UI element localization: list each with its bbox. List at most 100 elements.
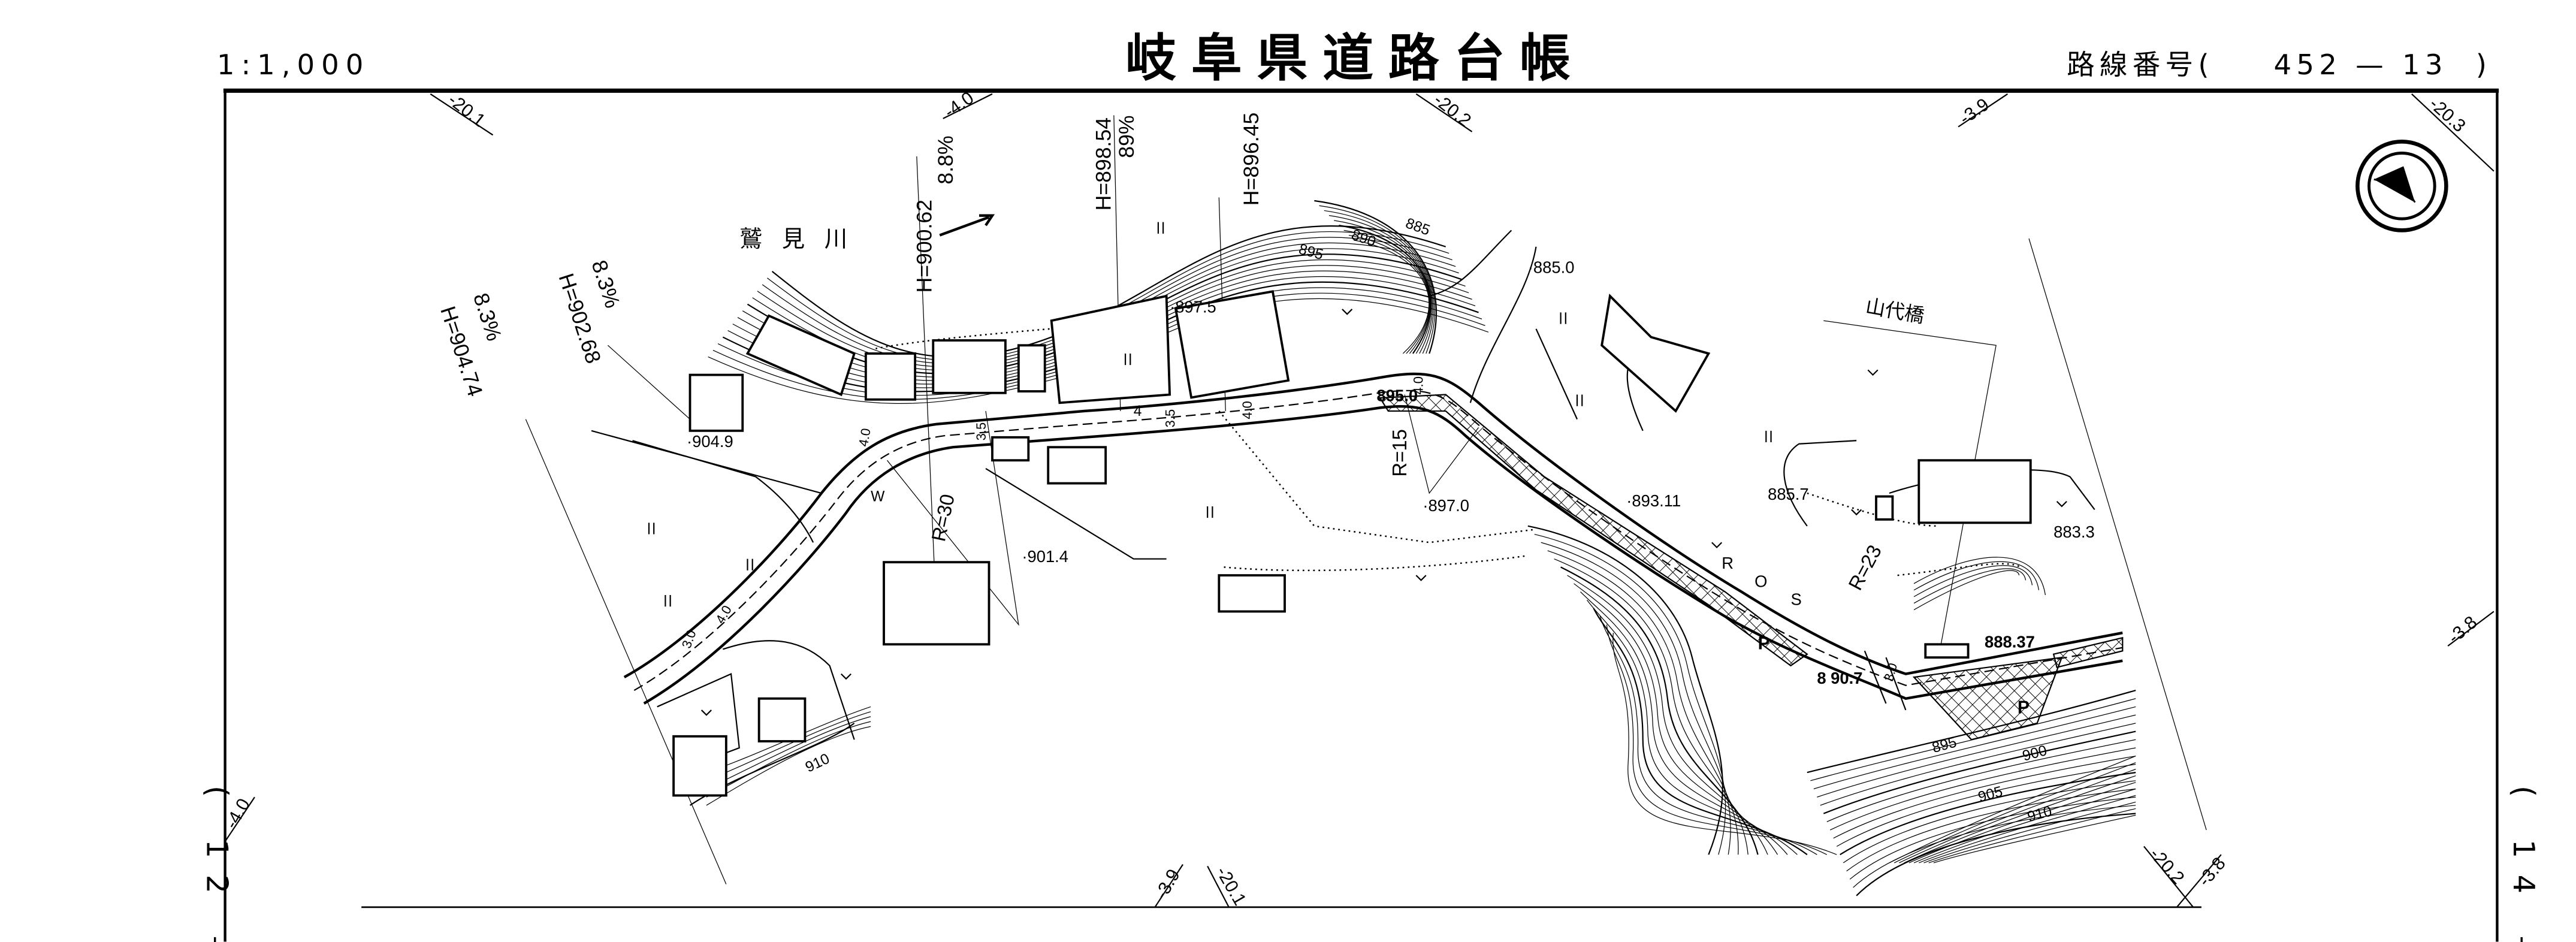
contour-label: 895 [1297,241,1325,263]
flow-arrow-icon [939,214,995,237]
road [623,372,2123,711]
contour-line [1846,788,2136,872]
spot-height: ·901.4 [1022,547,1068,566]
map-letter: O [1754,572,1767,590]
curve-radius: R=23 [1844,541,1886,594]
contour-line [1849,796,2136,880]
field-symbol [1157,222,1164,234]
field-symbol [1560,312,1566,324]
building [1917,459,2032,524]
route-number: 路線番号( 452 — 13 ) [2067,49,2487,81]
wasteland-symbol [700,709,712,716]
wasteland-symbol [1342,309,1353,315]
contour-line [1889,756,2136,864]
grid-tick: -3.8 [2194,854,2230,890]
north-arrow-icon [2355,139,2448,233]
contour-line [1328,215,1433,354]
road-width: 3.0 [1881,662,1900,683]
building [864,352,917,401]
contour-line [1913,570,2020,611]
contour-line [1817,714,2136,798]
contour-line [1843,780,2136,864]
contour-line [1343,230,1430,354]
spot-height: 895.0 [1377,386,1418,404]
bridge-name: 山代橋 [1864,295,1926,327]
contour-line [1348,234,1430,354]
profile-grade: 8.3% [469,290,506,344]
road-width: 3.5 [974,422,989,440]
profile-height: H=898.54 [1091,117,1115,211]
contour-line [1560,566,1759,855]
map-letters: W P P R O S [871,489,2030,718]
map-frame [223,88,2499,942]
route-number-value: 452 — 13 [2274,49,2448,81]
contour-line [1612,633,1837,855]
contour-line [1913,565,2033,597]
contour-line [1833,756,2136,839]
road-width: 4.0 [712,603,735,626]
contour-line [1314,200,1438,354]
profile-grade: 89% [1115,115,1138,158]
building [1017,344,1046,393]
field-symbol [648,523,655,535]
contour-line [1853,805,2136,888]
spot-height: ·897.0 [1423,496,1469,515]
contour-line [1586,599,1798,855]
curve-radius: R=15 [1388,429,1411,477]
contour-line [1826,739,2136,822]
contour-line [1324,210,1434,354]
profile-grade: 8.3% [587,257,624,311]
spot-height: 883.3 [2053,523,2095,541]
building [883,561,990,646]
adjacent-sheet-right: ( 14 — [2506,786,2541,942]
spot-height: ·904.9 [687,432,733,451]
wasteland-symbol [1851,509,1862,516]
contour-line [1574,583,1778,855]
contour-line [1904,775,2136,864]
contour-line [1580,591,1788,855]
spot-heights: ·897.5 ·885.0 ·904.9 ·897.0 ·893.11 885.… [687,258,2095,687]
buildings [672,290,2032,797]
contour-label: 900 [2021,742,2049,765]
field-symbol [747,558,753,570]
grid-tick: -3.9 [1956,95,1992,129]
retaining-walls [1379,394,2124,741]
grid-tick: -20.2 [2146,844,2188,888]
contour-label: 905 [1976,784,2004,806]
spot-height: ·885.0 [1528,258,1575,277]
building [1924,643,1970,659]
wasteland-symbol [1415,575,1427,581]
wasteland-symbol [840,673,851,680]
building [1047,446,1107,485]
contour-line [1913,561,2040,591]
contour-line [1319,205,1435,354]
map-letter: S [1790,590,1801,608]
contour-line [1820,723,2136,806]
contour-line [1840,772,2136,856]
profile-height: H=896.45 [1239,113,1263,206]
road-width: 3.5 [1162,409,1177,427]
road-width: 4.0 [1240,401,1255,419]
contour-line [1919,795,2136,864]
contour-label: 890 [1349,227,1378,250]
spot-height: 885.7 [1768,485,1809,503]
contour-label: 910 [2026,803,2054,825]
profile-height: H=900.62 [913,200,937,293]
field-symbol [1207,506,1213,518]
contour-line [1606,624,1828,855]
building [1875,495,1894,521]
grid-tick: -20.2 [1430,90,1474,131]
road-width: 4.0 [856,427,874,448]
land-use-symbols [648,222,2067,716]
contour-line [1913,568,2027,604]
wasteland-symbol [1867,369,1879,376]
scale-label: 1:1,000 [217,49,370,81]
contour-line [1913,557,2046,596]
map-letter: P [2018,698,2030,717]
field-symbol [1765,430,1772,443]
contour-line [1593,608,1808,856]
contour-line [1913,788,2136,864]
contour-line [1334,220,1432,354]
contour-line [1923,801,2136,864]
